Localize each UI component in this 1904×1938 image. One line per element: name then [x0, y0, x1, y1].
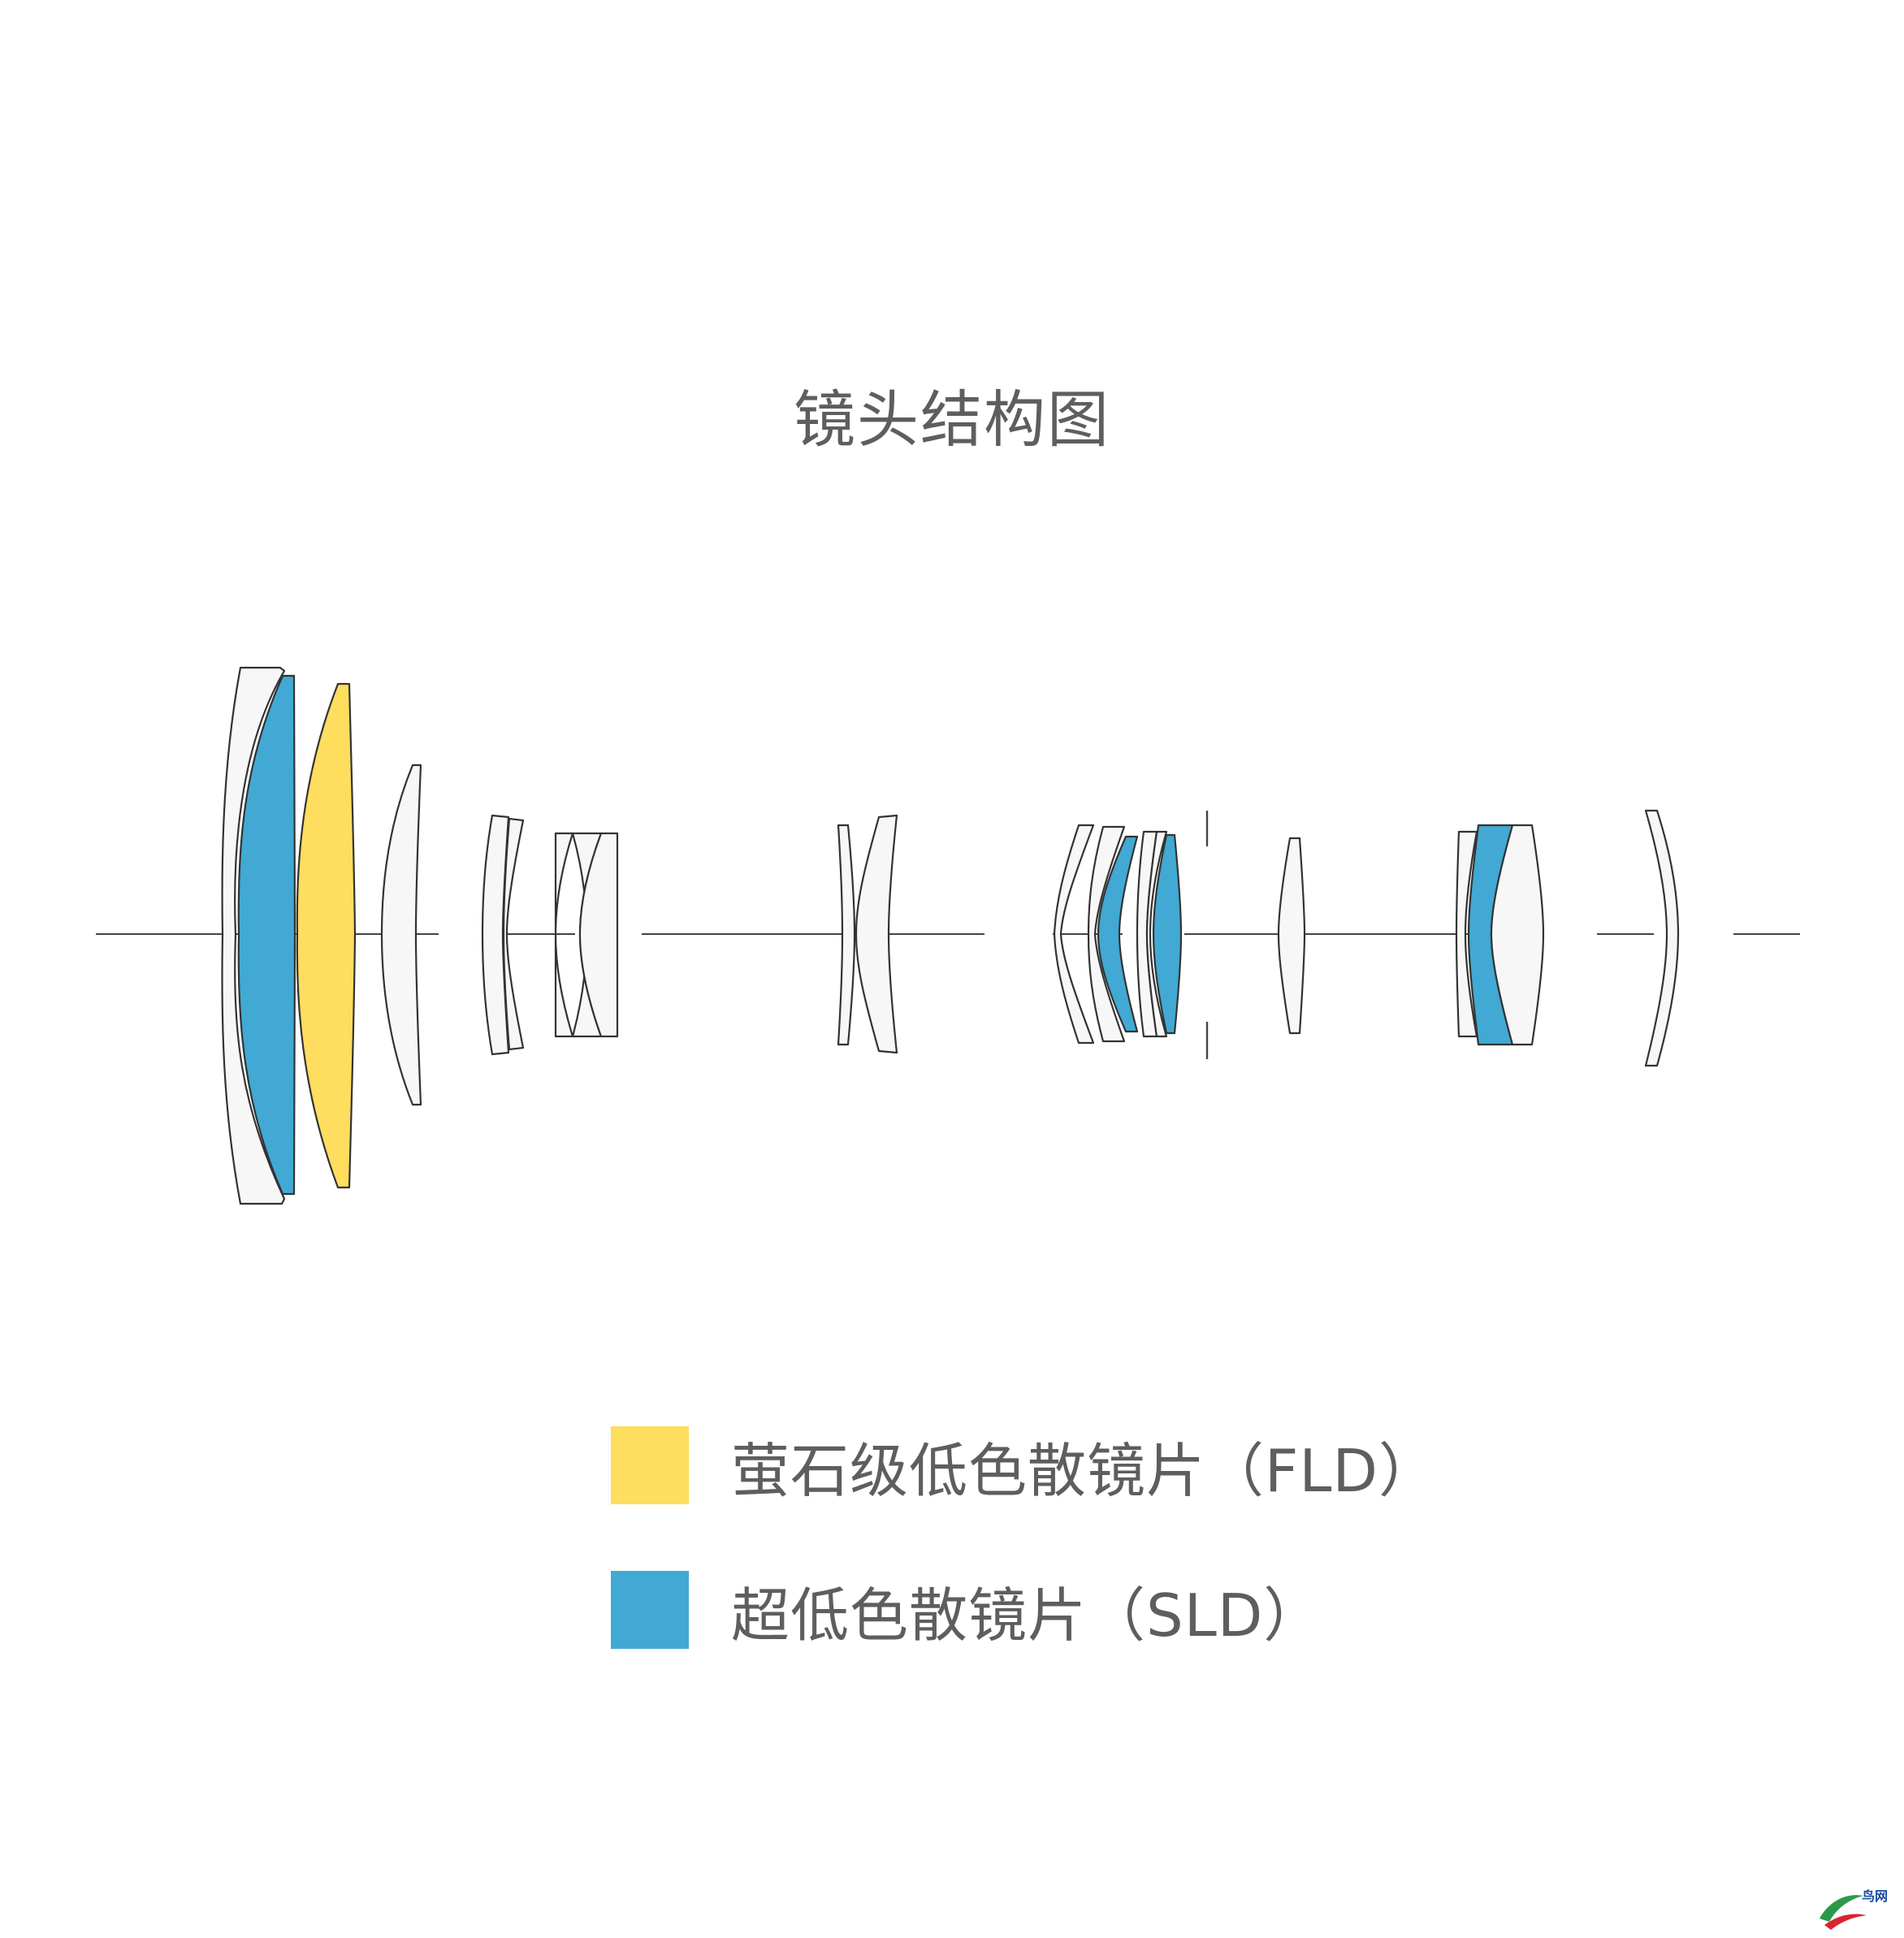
- lens-element-3-fld: [296, 682, 357, 1189]
- lens-element-9: [578, 832, 619, 1038]
- legend-item-sld: 超低色散镜片（SLD）: [611, 1571, 1322, 1650]
- lens-element-13: [1087, 825, 1126, 1043]
- lens-element-6: [502, 817, 525, 1051]
- legend-label-fld: 萤石级低色散镜片（FLD）: [731, 1436, 1438, 1505]
- lens-element-16: [1145, 830, 1168, 1038]
- lens-element-14-sld: [1097, 835, 1139, 1033]
- lens-element-4: [380, 764, 422, 1106]
- lens-element-10: [837, 824, 856, 1046]
- lens-element-17-sld: [1152, 833, 1183, 1035]
- lens-element-12: [1053, 824, 1095, 1045]
- watermark-text: 鸟网: [1862, 1888, 1888, 1904]
- lens-element-22: [1644, 809, 1680, 1067]
- legend-label-sld: 超低色散镜片（SLD）: [731, 1581, 1323, 1650]
- lens-element-1: [221, 666, 286, 1205]
- birdnet-logo-icon: 鸟网: [1820, 1888, 1888, 1930]
- lens-element-7: [554, 832, 574, 1038]
- fld-color-swatch: [611, 1426, 689, 1504]
- page-title: 镜头结构图: [794, 383, 1110, 456]
- lens-element-18: [1277, 837, 1306, 1035]
- sld-color-swatch: [611, 1571, 689, 1649]
- lens-element-2-sld: [237, 674, 296, 1196]
- legend-item-fld: 萤石级低色散镜片（FLD）: [611, 1426, 1438, 1505]
- lens-element-11: [855, 814, 898, 1054]
- lens-element-21: [1490, 824, 1545, 1046]
